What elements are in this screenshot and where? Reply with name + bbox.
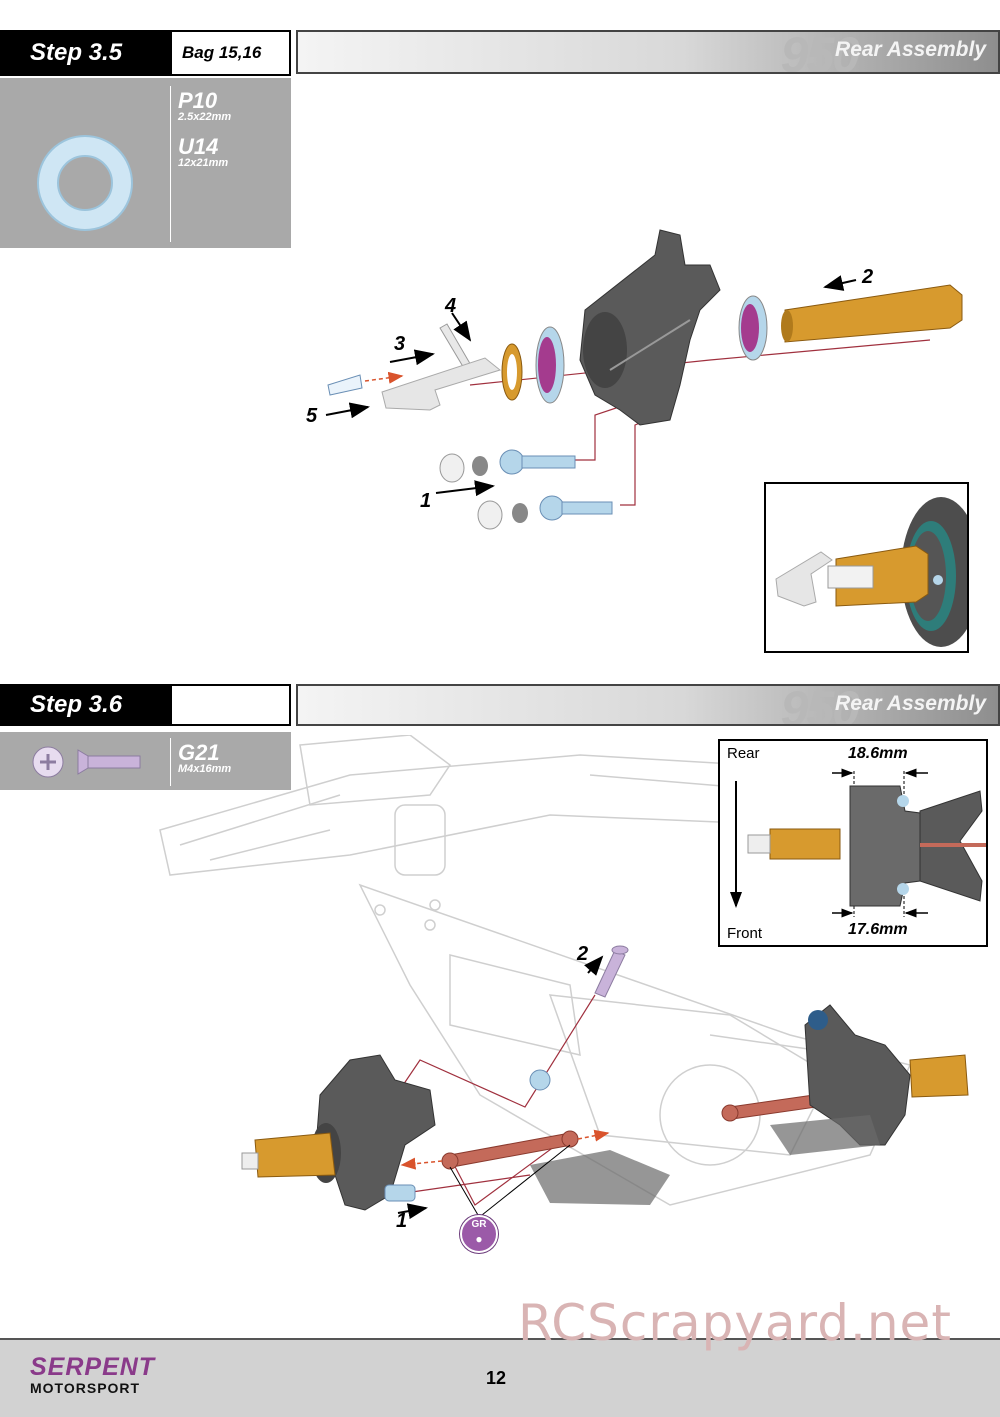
grease-label: GR	[471, 1219, 487, 1230]
step-3-6-bag-box	[170, 684, 291, 726]
section-number: 950	[780, 30, 860, 74]
step-3-6-dimension-inset: Rear Front 18.6mm 17.6mm	[718, 739, 988, 947]
step-3-5-parts-panel: P10 2.5x22mm U14 12x21mm	[0, 78, 291, 248]
step-3-6-label: Step 3.6	[0, 684, 170, 726]
part-size: 2.5x22mm	[178, 111, 232, 123]
step-3-5-exploded-diagram	[325, 229, 963, 530]
detail-illustration	[775, 497, 967, 647]
step-3-5-detail-inset	[764, 482, 969, 653]
section-number: 950	[780, 684, 860, 726]
page-footer: SERPENT MOTORSPORT 12	[0, 1338, 1000, 1417]
dimension-drawing	[730, 768, 986, 918]
section-title: Rear Assembly	[835, 38, 986, 61]
part-p10: P10 2.5x22mm	[178, 90, 231, 123]
grease-badge: GR ●	[460, 1215, 498, 1253]
dim-bottom: 17.6mm	[848, 921, 908, 938]
section-title: Rear Assembly	[835, 692, 986, 715]
part-code: P10	[178, 88, 218, 113]
step-3-5-label: Step 3.5	[0, 30, 170, 76]
callout-1: 1	[420, 490, 432, 512]
front-label: Front	[727, 925, 763, 942]
dim-top: 18.6mm	[848, 745, 908, 762]
brand-logo-top: SERPENT	[30, 1353, 156, 1381]
step-3-6-chassis-diagram	[159, 735, 969, 1220]
rear-label: Rear	[727, 745, 760, 762]
callout-5: 5	[306, 405, 318, 427]
callout-3: 3	[394, 333, 406, 355]
screw-icon	[32, 746, 141, 778]
step-3-5-title-bar: 950 Rear Assembly	[296, 30, 1000, 74]
watermark: RCScrapyard.net	[518, 1294, 952, 1352]
part-size: 12x21mm	[178, 157, 229, 169]
washer-icon	[37, 135, 133, 231]
droplet-icon: ●	[475, 1232, 483, 1246]
parts-divider	[170, 86, 171, 242]
step-3-6-callout-1: 1	[396, 1210, 408, 1232]
step-3-6-parts-panel: G21 M4x16mm	[0, 732, 291, 790]
part-code: U14	[178, 134, 219, 159]
part-g21: G21 M4x16mm	[178, 742, 231, 775]
callout-4: 4	[445, 295, 457, 317]
bag-label: Bag 15,16	[170, 30, 291, 76]
step-3-6-callout-2: 2	[577, 943, 589, 965]
parts-divider	[170, 738, 171, 786]
part-code: G21	[178, 740, 220, 765]
callout-2: 2	[862, 266, 874, 288]
brand-logo-bottom: MOTORSPORT	[30, 1380, 141, 1396]
part-u14: U14 12x21mm	[178, 136, 228, 169]
page-number: 12	[486, 1368, 507, 1388]
step-3-6-title-bar: 950 Rear Assembly	[296, 684, 1000, 726]
part-size: M4x16mm	[178, 763, 232, 775]
